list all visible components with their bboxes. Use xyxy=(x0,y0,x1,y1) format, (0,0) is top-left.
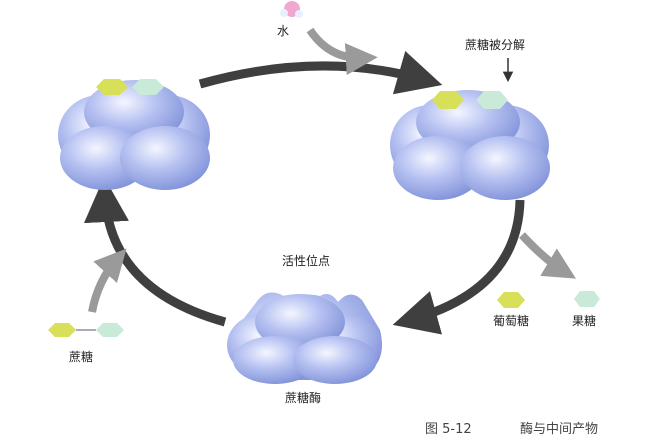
fructose-hexagon-splitting xyxy=(476,91,508,109)
enzyme-splitting-complex xyxy=(390,90,550,200)
substrate-in-arrow xyxy=(88,248,127,313)
cycle-arrow-top xyxy=(198,50,443,95)
sucrose-molecule-icon xyxy=(48,323,124,337)
sucrose-label: 蔗糖 xyxy=(69,350,94,364)
water-in-arrow xyxy=(306,27,378,76)
sucrose-split-label: 蔗糖被分解 xyxy=(465,38,526,52)
active-site-label: 活性位点 xyxy=(282,254,331,268)
fructose-hexagon-product xyxy=(574,291,600,307)
fructose-hexagon-bound xyxy=(132,79,164,95)
water-molecule-icon xyxy=(280,1,303,18)
glucose-hexagon-bound xyxy=(96,79,128,95)
glucose-hexagon-product xyxy=(497,292,525,308)
glucose-hexagon-splitting xyxy=(432,91,464,109)
figure-number: 图 5-12 xyxy=(425,422,472,437)
sucrase-label: 蔗糖酶 xyxy=(285,391,322,405)
products-out-arrow xyxy=(519,232,576,279)
enzyme-substrate-complex xyxy=(58,80,210,190)
figure-title: 酶与中间产物 xyxy=(520,422,599,437)
fructose-label: 果糖 xyxy=(572,314,597,328)
glucose-label: 葡萄糖 xyxy=(493,314,530,328)
free-enzyme xyxy=(227,292,382,384)
cycle-arrow-right xyxy=(392,199,525,335)
cycle-arrow-left xyxy=(83,177,227,327)
water-label: 水 xyxy=(277,24,290,38)
